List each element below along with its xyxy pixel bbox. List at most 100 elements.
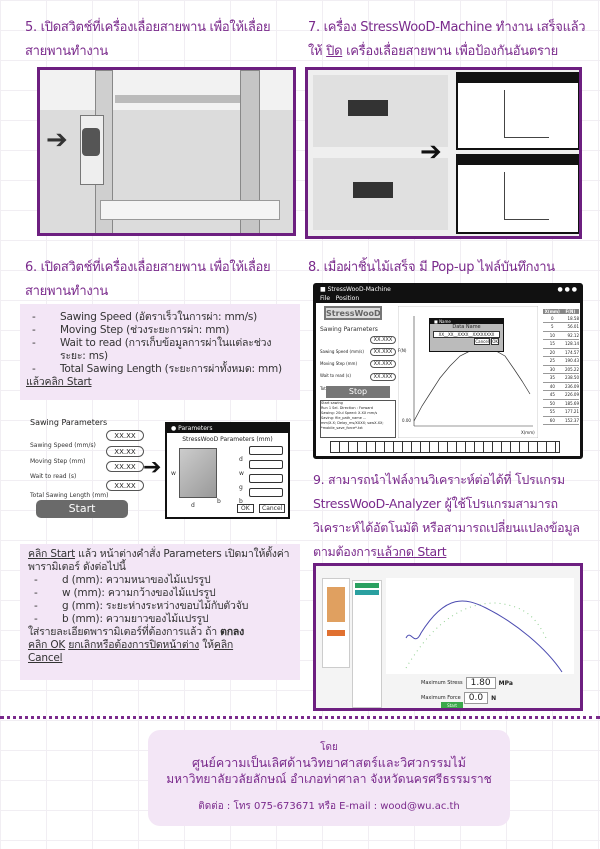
- list-item: -Wait to read (การเก็บข้อมูลการผ่าในแต่ล…: [26, 337, 294, 363]
- wood-block-image: [179, 448, 217, 498]
- field-input[interactable]: XX.XXX: [370, 373, 396, 381]
- step9-line2: StressWooD-Analyzer ผู้ใช้โปรแกรมสามารถ: [313, 496, 558, 511]
- moving-step-input[interactable]: XX.XX: [106, 446, 144, 457]
- max-stress-label: Maximum Stress: [421, 680, 463, 686]
- table-cell: 92.12: [561, 331, 579, 340]
- data-name-input[interactable]: XX__XX__XXXX__XXXXXXXX: [433, 331, 500, 338]
- dim-w-label: w: [171, 470, 176, 477]
- ok-button[interactable]: OK: [237, 504, 254, 513]
- item-text: w (mm): ความกว้างของไม้แปรรูป: [62, 587, 216, 599]
- step9-line3: วิเคราะห์ได้อัตโนมัติ หรือสามารถเปลี่ยนแ…: [313, 520, 580, 535]
- field-label: Wait to read (s): [320, 373, 351, 378]
- cancel-link: ยกเลิกหรือต้องการปิดหน้าต่าง: [68, 639, 200, 651]
- field-label: Moving Step (mm): [30, 458, 86, 465]
- arrow-right-icon: ➔: [46, 125, 68, 155]
- step5-photo: ➔: [37, 67, 296, 236]
- start-button[interactable]: Start: [36, 500, 128, 518]
- item-text: Sawing Speed (อัตราเร็วในการผ่า: mm/s): [60, 311, 258, 323]
- text: ให้: [199, 639, 214, 651]
- outro-text: ใส่รายละเอียดพารามิเตอร์ที่ต้องการแล้ว ถ…: [28, 626, 221, 638]
- table-cell: 56.01: [561, 322, 579, 332]
- field-input[interactable]: XX.XXX: [370, 336, 396, 344]
- g-input[interactable]: [249, 474, 283, 483]
- table-cell: 185.69: [561, 399, 579, 408]
- b-input[interactable]: [249, 488, 283, 497]
- step6-heading: 6. เปิดสวิตช์ที่เครื่องเลื่อยสายพาน เพื่…: [25, 256, 305, 304]
- table-cell: 15: [543, 339, 562, 349]
- d-input[interactable]: [249, 446, 283, 455]
- popup-heading: Data Name: [452, 324, 481, 330]
- arrow-right-icon: ➔: [143, 455, 162, 480]
- position-slider[interactable]: [330, 441, 560, 453]
- table-cell: 190.43: [561, 356, 579, 366]
- intro-text: แล้ว หน้าต่างคำสั่ง Parameters เปิดมาให้…: [28, 548, 290, 573]
- max-force-unit: N: [491, 694, 497, 702]
- ok-bold: ตกลง: [220, 626, 245, 638]
- cancel-button[interactable]: Cancel: [259, 504, 286, 513]
- table-cell: 205.22: [561, 365, 579, 374]
- list-item: -Sawing Speed (อัตราเร็วในการผ่า: mm/s): [32, 311, 258, 323]
- field-input[interactable]: XX.XXX: [370, 360, 396, 368]
- table-cell: 30: [543, 365, 562, 374]
- total-length-input[interactable]: XX.XX: [106, 480, 144, 491]
- stresswood-logo: StressWooD: [324, 306, 382, 320]
- field-row: Sawing Speed (mm/s) XX.XX: [30, 430, 150, 451]
- sawing-speed-input[interactable]: XX.XX: [106, 430, 144, 441]
- wait-to-read-input[interactable]: XX.XX: [106, 461, 144, 472]
- list-item: -Moving Step (ช่วงระยะการผ่า: mm): [32, 324, 230, 336]
- step7-text: เครื่องเลื่อยสายพาน เพื่อป้องกันอันตราย: [342, 44, 558, 59]
- press-start-link: แล้วกด Start: [376, 544, 447, 559]
- d-label: d: [239, 456, 243, 463]
- stop-button[interactable]: Stop: [326, 386, 390, 398]
- table-cell: 60: [543, 416, 562, 425]
- dotted-divider: [0, 716, 600, 719]
- window-titlebar: ■ StressWooD-Machine● ● ●: [316, 286, 580, 294]
- g-label: g: [239, 484, 243, 491]
- item-text: Wait to read (การเก็บข้อมูลการผ่าในแต่ละ…: [60, 337, 272, 362]
- data-name-popup: ■ Name Data Name XX__XX__XXXX__XXXXXXXX …: [429, 318, 504, 352]
- step9-line4: ตามต้องการ: [313, 544, 377, 559]
- dim-d-label: d: [191, 502, 195, 509]
- footer-by: โดย: [320, 742, 338, 753]
- step8-heading: 8. เมื่อผ่าชิ้นไม้เสร็จ มี Pop-up ไฟล์บั…: [308, 260, 555, 275]
- step5-line2: สายพานทำงาน: [25, 44, 109, 59]
- w-input[interactable]: [249, 460, 283, 469]
- menu-position[interactable]: Position: [335, 295, 360, 302]
- popup-cancel-button[interactable]: Cancel: [474, 338, 490, 345]
- item-text: b (mm): ความยาวของไม้แปรรูป: [62, 613, 209, 625]
- field-label: Sawing Speed (mm/s): [30, 442, 96, 449]
- step6-box: -Sawing Speed (อัตราเร็วในการผ่า: mm/s) …: [20, 304, 300, 400]
- analyzer-start-button[interactable]: Start: [441, 702, 463, 708]
- max-force-value: 0.0: [463, 692, 489, 704]
- table-header: F(N): [565, 309, 576, 314]
- step7-photos: ➔: [305, 67, 582, 239]
- field-label: Wait to read (s): [30, 473, 77, 480]
- list-item: -d (mm): ความหนาของไม้แปรรูป: [34, 574, 211, 586]
- field-input[interactable]: XX.XXX: [370, 348, 396, 356]
- dialog-titlebar: ● Parameters: [167, 424, 288, 433]
- analyzer-chart: [386, 578, 574, 674]
- table-cell: 238.50: [561, 373, 579, 383]
- popup-ok-button[interactable]: OK: [491, 338, 499, 345]
- y-axis-label: F(N): [398, 348, 407, 353]
- menu-file[interactable]: File: [320, 295, 331, 302]
- table-cell: 236.09: [561, 382, 579, 391]
- item-text: d (mm): ความหนาของไม้แปรรูป: [62, 574, 211, 586]
- dialog-title: Parameters: [178, 425, 213, 432]
- list-item: -w (mm): ความกว้างของไม้แปรรูป: [34, 587, 216, 599]
- w-label: w: [239, 470, 244, 477]
- click-ok-link: คลิก OK: [28, 639, 66, 651]
- table-cell: 35: [543, 373, 562, 383]
- popup-title: Name: [439, 319, 451, 324]
- table-cell: 226.09: [561, 390, 579, 400]
